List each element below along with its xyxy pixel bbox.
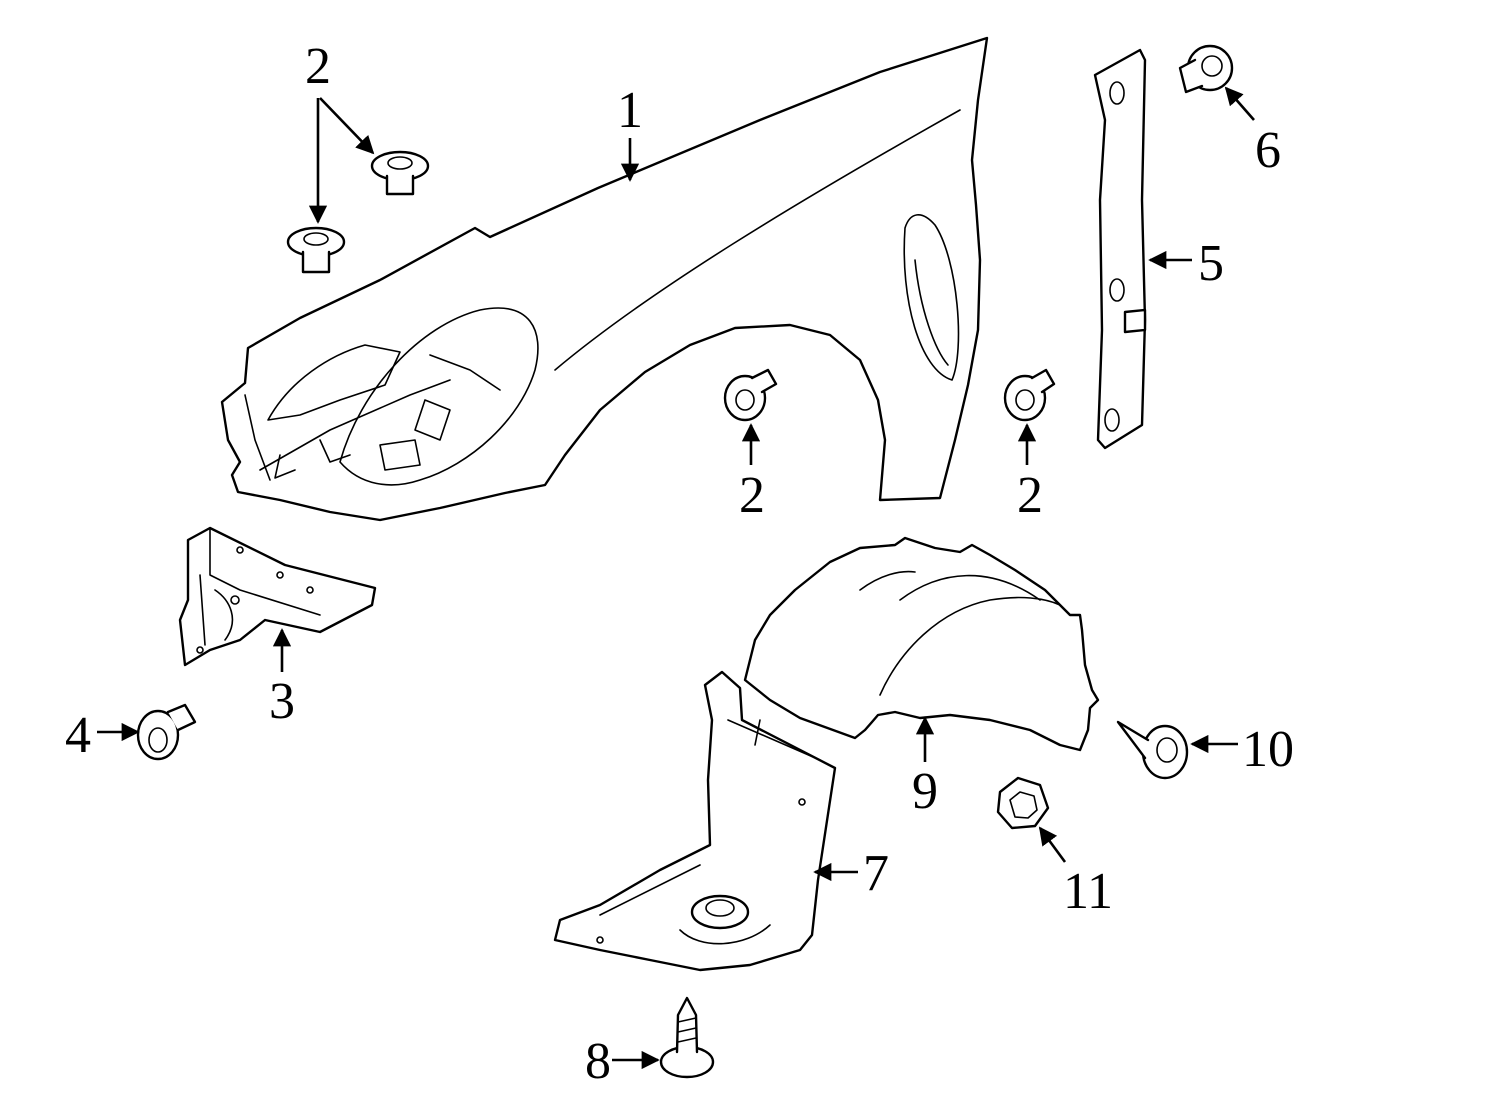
callout-2-right: 2 xyxy=(1017,467,1043,524)
screw-part-8[interactable] xyxy=(659,996,715,1079)
callout-2-top: 2 xyxy=(305,38,331,95)
callout-2-middle: 2 xyxy=(739,467,765,524)
leader-lines xyxy=(97,86,1255,1070)
callout-3: 3 xyxy=(269,673,295,730)
fender-part-1[interactable] xyxy=(220,36,989,522)
callout-8: 8 xyxy=(585,1033,611,1090)
fender-liner-fill xyxy=(743,536,1100,752)
bracket-part-5[interactable] xyxy=(1093,48,1147,450)
callout-9: 9 xyxy=(912,763,938,820)
bracket-part-3[interactable] xyxy=(178,526,377,667)
callout-labels: 1 2 2 2 3 4 5 6 7 8 9 10 11 xyxy=(65,38,1294,1090)
clip-part-2-left[interactable] xyxy=(286,226,346,274)
callout-4: 4 xyxy=(65,707,91,764)
clip-part-2-top[interactable] xyxy=(370,150,430,196)
callout-5: 5 xyxy=(1198,235,1224,292)
clip-part-6[interactable] xyxy=(1178,44,1234,94)
callout-7: 7 xyxy=(863,845,889,902)
callout-1: 1 xyxy=(617,82,643,139)
splash-shield-part-7[interactable] xyxy=(553,670,837,972)
fender-liner-part-9[interactable] xyxy=(743,536,1100,752)
clip-part-2-right[interactable] xyxy=(1003,368,1056,422)
pin-part-10[interactable] xyxy=(1116,720,1189,780)
clip-part-4[interactable] xyxy=(136,703,197,761)
callout-10: 10 xyxy=(1242,721,1294,778)
clip-part-2-middle[interactable] xyxy=(723,368,778,422)
callout-11: 11 xyxy=(1063,863,1113,920)
nut-part-11[interactable] xyxy=(996,776,1050,830)
callout-6: 6 xyxy=(1255,122,1281,179)
